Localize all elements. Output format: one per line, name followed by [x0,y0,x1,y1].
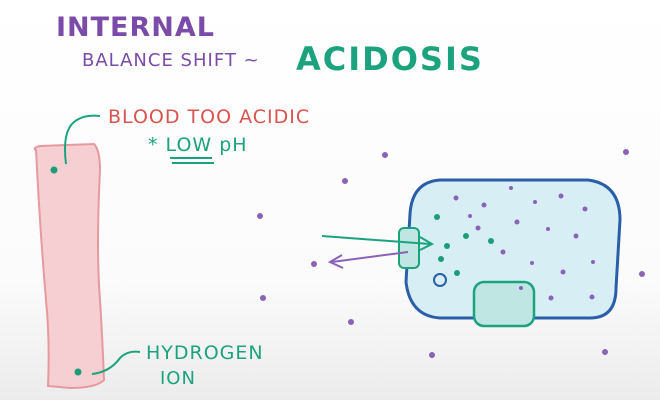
label-low-ph: * LOW pH [148,134,248,156]
hydrogen-ion-dot [74,368,82,376]
pointer-line-blood [64,114,101,165]
nucleus [472,280,536,328]
arrow-out-head [327,254,344,269]
arrow-in [321,235,431,245]
blood-vessel [33,142,106,390]
label-hydrogen: HYDROGEN [146,342,264,364]
membrane-channel [398,227,420,269]
subtitle-acidosis: ACIDOSIS [296,40,484,78]
ions-in-cell [434,214,494,276]
pointer-line-hydrogen [91,350,141,375]
label-blood-too-acidic: BLOOD TOO ACIDIC [108,106,311,128]
cell-body [404,178,622,320]
hydrogen-ion-dot [50,166,58,174]
vesicle [433,273,447,287]
arrow-out [331,251,409,263]
particles-outside [257,149,645,358]
particles-in-cell [453,186,595,301]
arrow-in-head [419,236,435,251]
label-ion: ION [160,368,196,389]
subtitle-balance-shift: BALANCE SHIFT ~ [82,50,260,71]
title-internal: INTERNAL [56,12,215,43]
